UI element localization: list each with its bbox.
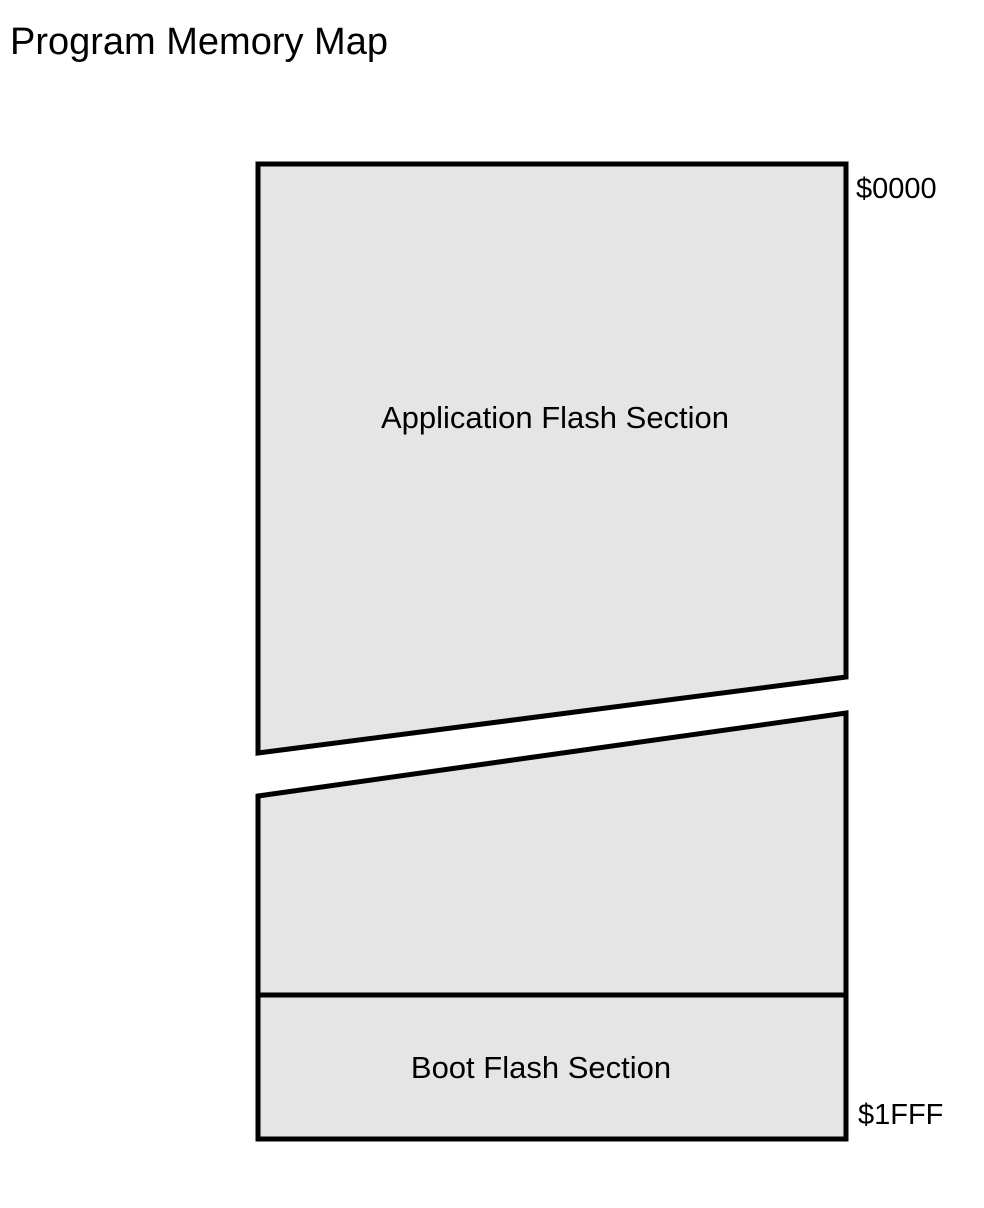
application-section-upper-block (255, 161, 849, 756)
end-address-label: $1FFF (858, 1099, 943, 1131)
start-address-label: $0000 (856, 173, 937, 205)
boot-section-label: Boot Flash Section (411, 1050, 671, 1085)
application-section-label: Application Flash Section (381, 400, 729, 435)
application-section-lower-block (255, 710, 849, 998)
boot-section-block (255, 992, 849, 1142)
page-title: Program Memory Map (10, 21, 388, 63)
